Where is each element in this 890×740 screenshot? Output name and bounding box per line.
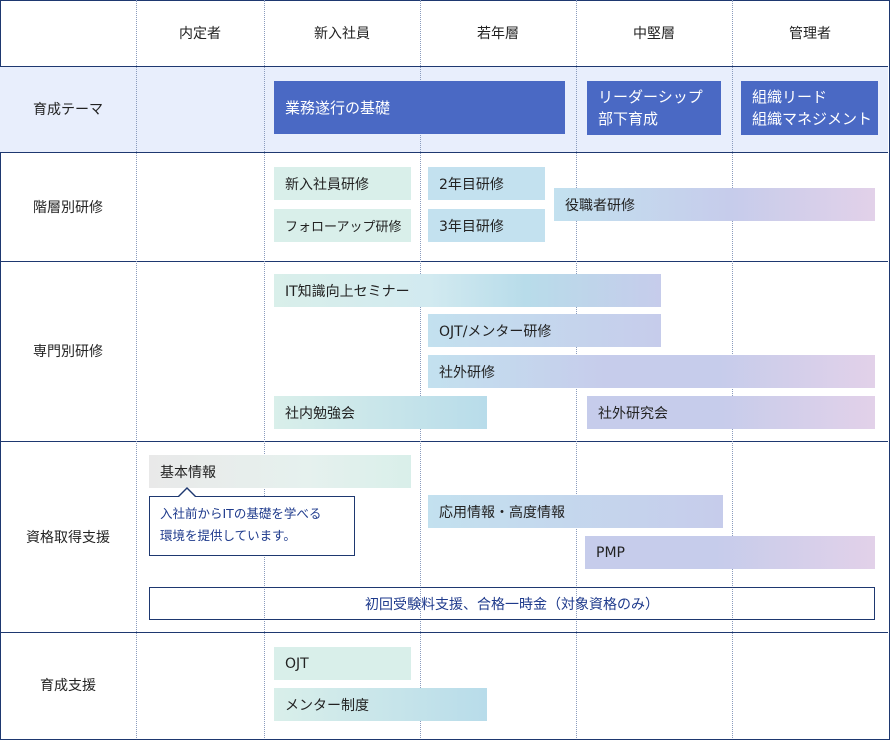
column-divider <box>420 0 421 738</box>
shikaku-basic-info-bar: 基本情報 <box>149 455 411 488</box>
column-header-manager: 管理者 <box>789 26 831 42</box>
row-label-shikaku: 資格取得支援 <box>26 529 110 546</box>
theme-org-manage-label: 組織マネジメント <box>752 110 873 128</box>
row-divider <box>0 66 888 67</box>
senmon-ojt-mentor-label: OJT/メンター研修 <box>439 323 552 340</box>
senmon-external-training-bar: 社外研修 <box>428 355 875 388</box>
shikaku-pmp-label: PMP <box>596 544 625 561</box>
kaiso-managerial-bar: 役職者研修 <box>554 188 875 221</box>
senmon-it-seminar-bar: IT知識向上セミナー <box>274 274 661 307</box>
ikusei-mentor-label: メンター制度 <box>285 697 369 714</box>
theme-basic-bar: 業務遂行の基礎 <box>274 81 565 134</box>
row-divider <box>0 261 888 262</box>
ikusei-mentor-bar: メンター制度 <box>274 688 487 721</box>
pre-hire-note-callout: 入社前からITの基礎を学べる 環境を提供しています。 <box>149 496 355 556</box>
exam-fee-support-label: 初回受験料支援、合格一時金（対象資格のみ） <box>365 596 659 613</box>
senmon-ojt-mentor-bar: OJT/メンター研修 <box>428 314 661 347</box>
theme-leadership-label: リーダーシップ <box>598 88 703 106</box>
senmon-external-study-bar: 社外研究会 <box>587 396 875 429</box>
shikaku-applied-info-label: 応用情報・高度情報 <box>439 504 565 521</box>
row-divider <box>0 632 888 633</box>
column-header-naiteisha: 内定者 <box>179 26 221 42</box>
theme-organization-bar: 組織リード 組織マネジメント <box>741 81 878 135</box>
row-divider <box>0 441 888 442</box>
theme-leadership-bar: リーダーシップ 部下育成 <box>587 81 721 135</box>
column-divider <box>136 0 137 738</box>
column-header-new-hire: 新入社員 <box>314 26 370 42</box>
kaiso-year3-bar: 3年目研修 <box>428 209 545 242</box>
row-label-theme: 育成テーマ <box>33 102 103 118</box>
senmon-external-training-label: 社外研修 <box>439 364 495 381</box>
kaiso-follow-up-bar: フォローアップ研修 <box>274 209 411 242</box>
shikaku-applied-info-bar: 応用情報・高度情報 <box>428 495 723 528</box>
column-header-mid: 中堅層 <box>633 26 675 42</box>
row-label-kaiso: 階層別研修 <box>33 199 103 216</box>
kaiso-year3-label: 3年目研修 <box>439 218 504 235</box>
callout-pointer-fill <box>179 489 195 497</box>
kaiso-managerial-label: 役職者研修 <box>565 197 635 214</box>
exam-fee-support-box: 初回受験料支援、合格一時金（対象資格のみ） <box>149 587 875 620</box>
theme-org-lead-label: 組織リード <box>752 88 828 106</box>
row-label-ikusei: 育成支援 <box>40 678 96 694</box>
theme-basic-label: 業務遂行の基礎 <box>285 98 391 117</box>
kaiso-follow-up-label: フォローアップ研修 <box>285 220 402 235</box>
theme-subordinate-label: 部下育成 <box>598 110 659 128</box>
kaiso-new-hire-bar: 新入社員研修 <box>274 167 411 200</box>
senmon-internal-study-label: 社内勉強会 <box>285 405 355 422</box>
row-label-senmon: 専門別研修 <box>33 344 103 360</box>
senmon-it-seminar-label: IT知識向上セミナー <box>285 283 410 300</box>
shikaku-pmp-bar: PMP <box>585 536 875 569</box>
shikaku-basic-info-label: 基本情報 <box>160 464 216 481</box>
kaiso-year2-bar: 2年目研修 <box>428 167 545 200</box>
row-divider <box>0 152 888 153</box>
pre-hire-note-line1: 入社前からITの基礎を学べる <box>160 506 322 521</box>
senmon-external-study-label: 社外研究会 <box>598 405 668 422</box>
ikusei-ojt-label: OJT <box>285 655 309 672</box>
column-divider <box>264 0 265 738</box>
senmon-internal-study-bar: 社内勉強会 <box>274 396 487 429</box>
kaiso-new-hire-label: 新入社員研修 <box>285 176 369 193</box>
pre-hire-note-line2: 環境を提供しています。 <box>160 528 296 543</box>
ikusei-ojt-bar: OJT <box>274 647 411 680</box>
kaiso-year2-label: 2年目研修 <box>439 176 504 193</box>
column-header-junior: 若年層 <box>477 26 519 42</box>
